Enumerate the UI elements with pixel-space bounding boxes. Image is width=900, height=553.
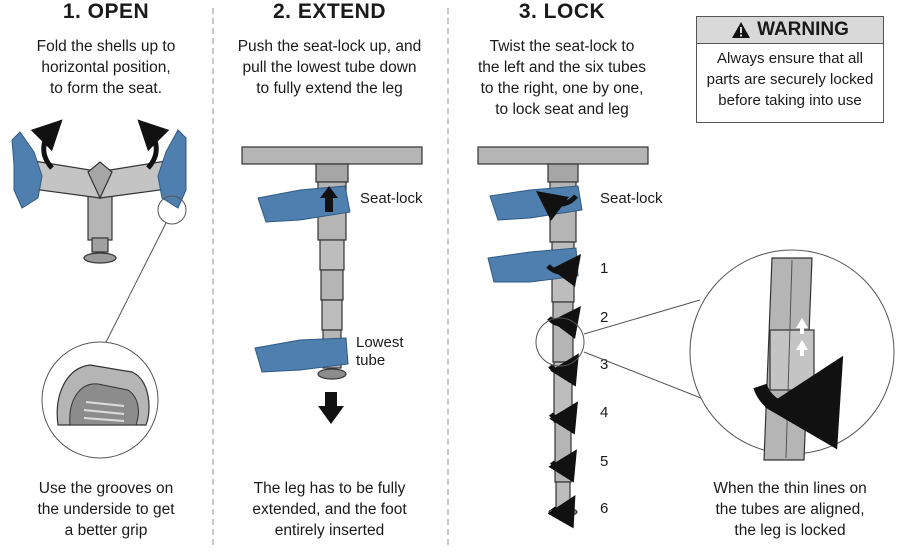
rotate-arrow-icon-1 <box>546 254 582 288</box>
rotate-arrow-icon-4 <box>549 401 578 435</box>
extend-stool-illustration <box>241 146 423 424</box>
warning-title: WARNING <box>757 19 849 40</box>
rotate-arrow-icon-detail <box>753 355 844 450</box>
step-3-heading: 3. LOCK <box>518 0 606 23</box>
rotate-arrow-icon-6 <box>547 494 576 529</box>
rotate-arrow-icon-5 <box>548 449 577 483</box>
step-2-seat-lock-label: Seat-lock <box>360 190 423 207</box>
divider-1 <box>212 8 214 545</box>
step-2-heading: 2. EXTEND <box>272 0 387 23</box>
tube-number-5: 5 <box>600 453 609 470</box>
left-hand <box>11 131 43 209</box>
warning-header: WARNING <box>697 17 883 44</box>
rotate-arrow-icon-3 <box>548 353 579 387</box>
step-3-seat-lock-label: Seat-lock <box>600 190 663 207</box>
divider-2 <box>447 8 449 545</box>
tube-number-6: 6 <box>600 500 609 517</box>
tube-number-4: 4 <box>600 404 609 421</box>
lock-stool-illustration <box>477 146 707 529</box>
open-stool-illustration <box>11 119 187 459</box>
tube-number-1: 1 <box>600 260 609 277</box>
tube-number-2: 2 <box>600 309 609 326</box>
tube-number-3: 3 <box>600 356 609 373</box>
lock-detail-illustration <box>689 249 895 461</box>
lock-tube-hand <box>487 247 579 283</box>
rotate-arrow-icon-left <box>30 119 63 170</box>
pull-down-arrow-icon <box>318 392 344 424</box>
right-hand <box>157 129 187 209</box>
warning-triangle-icon <box>732 22 751 38</box>
push-up-arrow-icon <box>320 186 338 212</box>
lowest-tube-hand <box>254 337 349 373</box>
rotate-arrow-icon-seat <box>535 191 578 221</box>
rotate-arrow-icon-right <box>137 119 170 170</box>
step-1-heading: 1. OPEN <box>62 0 150 23</box>
